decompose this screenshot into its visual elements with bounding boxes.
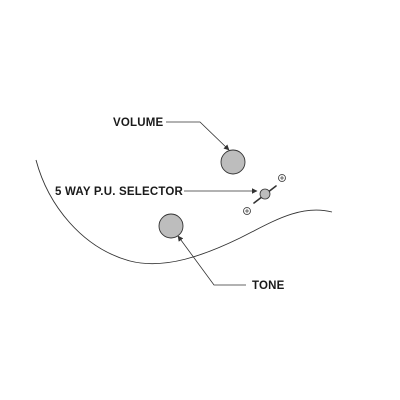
tone-leader-line <box>177 235 246 286</box>
selector-label: 5 WAY P.U. SELECTOR <box>55 186 183 198</box>
screw-bottom-icon <box>243 207 251 215</box>
tone-knob <box>158 213 184 239</box>
volume-label: VOLUME <box>113 117 164 129</box>
volume-leader-line <box>166 121 230 151</box>
selector-tip <box>259 188 271 200</box>
pickup-selector-switch <box>243 174 286 215</box>
tone-label: TONE <box>252 280 285 292</box>
guitar-body-outline <box>35 159 333 265</box>
volume-knob <box>220 149 246 175</box>
screw-top-icon <box>278 174 286 182</box>
